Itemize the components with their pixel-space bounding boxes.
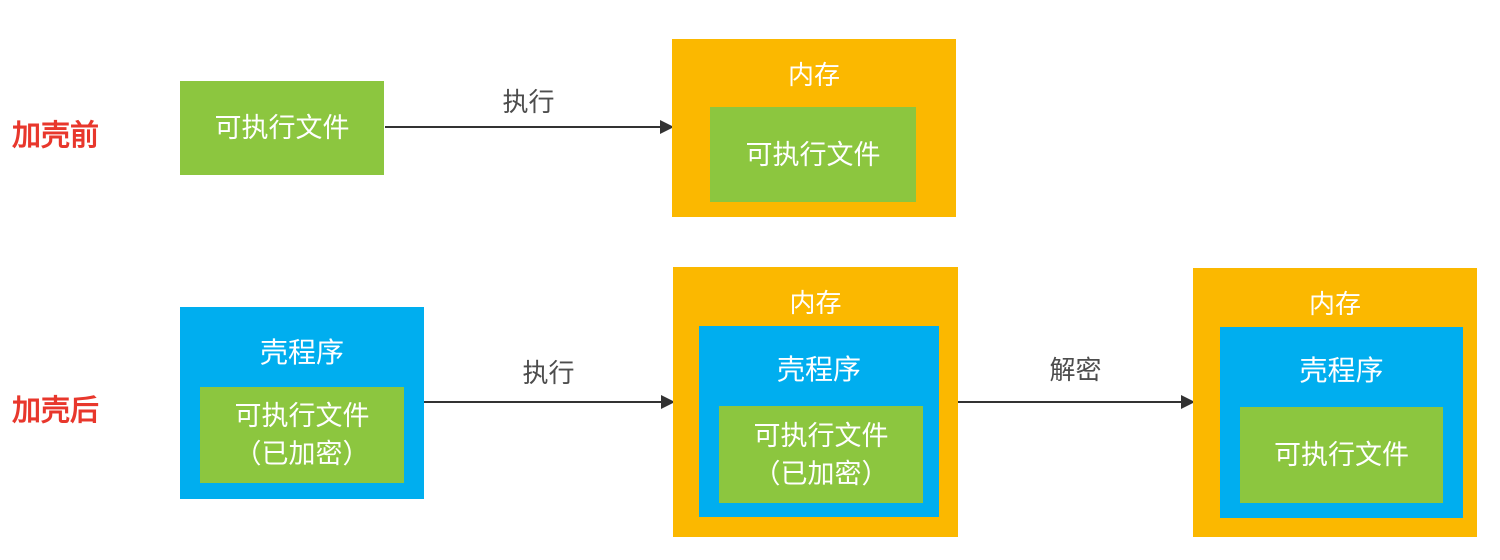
decrypt-arrow [958,395,1195,409]
execute-arrow-bottom [424,395,675,409]
arrowhead-icon [1181,395,1195,409]
executable-file-box: 可执行文件 [180,81,384,175]
decrypted-executable-label: 可执行文件 [1274,440,1409,470]
memory-box-decrypted: 内存 壳程序 可执行文件 [1193,268,1477,537]
encrypted-executable-in-memory-line1: 可执行文件 [753,420,889,451]
memory-box-before: 内存 可执行文件 [672,39,956,217]
decrypt-arrow-label: 解密 [1049,355,1102,385]
executable-in-memory-box: 可执行文件 [710,107,916,202]
memory-title: 内存 [1308,289,1361,319]
encrypted-executable-label: 可执行文件 （已加密） [235,397,370,473]
executable-in-memory-label: 可执行文件 [745,139,881,170]
decrypted-executable-box: 可执行文件 [1240,407,1443,503]
shell-program-title: 壳程序 [259,337,344,368]
row-label-before-packing: 加壳前 [12,120,100,152]
arrowhead-icon [661,395,675,409]
encrypted-executable-line2: （已加密） [234,439,370,469]
encrypted-executable-in-memory-label: 可执行文件 （已加密） [754,417,889,493]
encrypted-executable-in-memory-box: 可执行文件 （已加密） [719,406,923,503]
shell-program-box: 壳程序 可执行文件 （已加密） [180,307,424,499]
shell-in-memory-title: 壳程序 [1299,355,1384,386]
executable-file-label: 可执行文件 [214,113,350,143]
shell-in-memory-box: 壳程序 可执行文件 （已加密） [699,326,939,517]
row-label-after-packing: 加壳后 [12,395,100,427]
memory-title: 内存 [787,60,840,90]
execute-arrow-label-bottom: 执行 [522,358,575,388]
execute-arrow-top [385,120,674,134]
execute-arrow-label-top: 执行 [502,87,555,117]
encrypted-executable-line1: 可执行文件 [234,401,370,431]
shell-in-memory-box-decrypted: 壳程序 可执行文件 [1220,327,1463,518]
memory-box-loaded: 内存 壳程序 可执行文件 （已加密） [673,267,958,537]
shell-in-memory-title: 壳程序 [776,354,861,385]
encrypted-executable-box: 可执行文件 （已加密） [200,387,404,483]
arrowhead-icon [660,120,674,134]
encrypted-executable-in-memory-line2: （已加密） [753,458,889,489]
memory-title: 内存 [789,288,842,318]
